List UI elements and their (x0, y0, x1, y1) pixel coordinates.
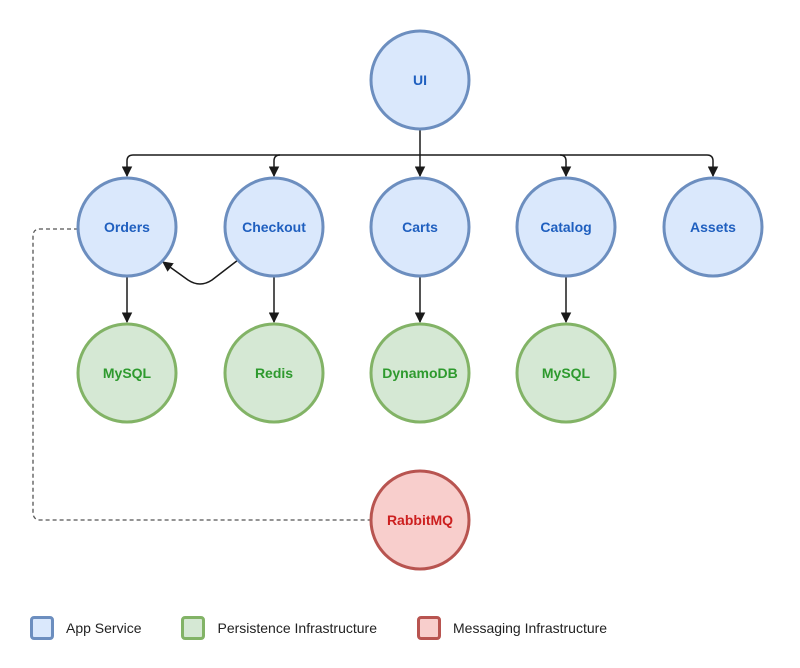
node-carts: Carts (369, 176, 471, 278)
legend-swatch-messaging (417, 616, 441, 640)
legend: App Service Persistence Infrastructure M… (30, 616, 647, 640)
legend-swatch-app (30, 616, 54, 640)
node-assets: Assets (662, 176, 764, 278)
node-orders-mysql: MySQL (76, 322, 178, 424)
edge-ui-assets (706, 154, 719, 178)
node-catalog-mysql-label: MySQL (542, 365, 591, 381)
edges (121, 130, 719, 324)
node-orders-label: Orders (104, 219, 150, 235)
node-carts-label: Carts (402, 219, 438, 235)
edge-ui-catalog (559, 154, 572, 178)
legend-label-app: App Service (66, 620, 142, 636)
node-catalog-label: Catalog (540, 219, 591, 235)
node-orders-mysql-label: MySQL (103, 365, 152, 381)
legend-label-persistence: Persistence Infrastructure (217, 620, 377, 636)
node-dynamodb-label: DynamoDB (382, 365, 457, 381)
node-checkout: Checkout (223, 176, 325, 278)
node-rabbitmq-label: RabbitMQ (387, 512, 453, 528)
node-catalog-mysql: MySQL (515, 322, 617, 424)
legend-label-messaging: Messaging Infrastructure (453, 620, 608, 636)
node-checkout-label: Checkout (242, 219, 306, 235)
legend-item-app-service: App Service (30, 616, 141, 640)
node-rabbitmq: RabbitMQ (369, 469, 471, 571)
node-redis: Redis (223, 322, 325, 424)
architecture-diagram: UI Orders Checkout Carts Catalog Assets … (32, 29, 764, 571)
legend-item-persistence: Persistence Infrastructure (181, 616, 377, 640)
node-ui: UI (369, 29, 471, 131)
node-dynamodb: DynamoDB (369, 322, 471, 424)
node-catalog: Catalog (515, 176, 617, 278)
legend-item-messaging: Messaging Infrastructure (417, 616, 607, 640)
legend-swatch-persistence (181, 616, 206, 640)
node-assets-label: Assets (690, 219, 736, 235)
edge-ui-orders (121, 154, 134, 178)
edge-checkout-orders (162, 259, 239, 285)
node-redis-label: Redis (255, 365, 293, 381)
node-ui-label: UI (413, 72, 427, 88)
edge-ui-checkout (268, 154, 281, 178)
node-orders: Orders (76, 176, 178, 278)
